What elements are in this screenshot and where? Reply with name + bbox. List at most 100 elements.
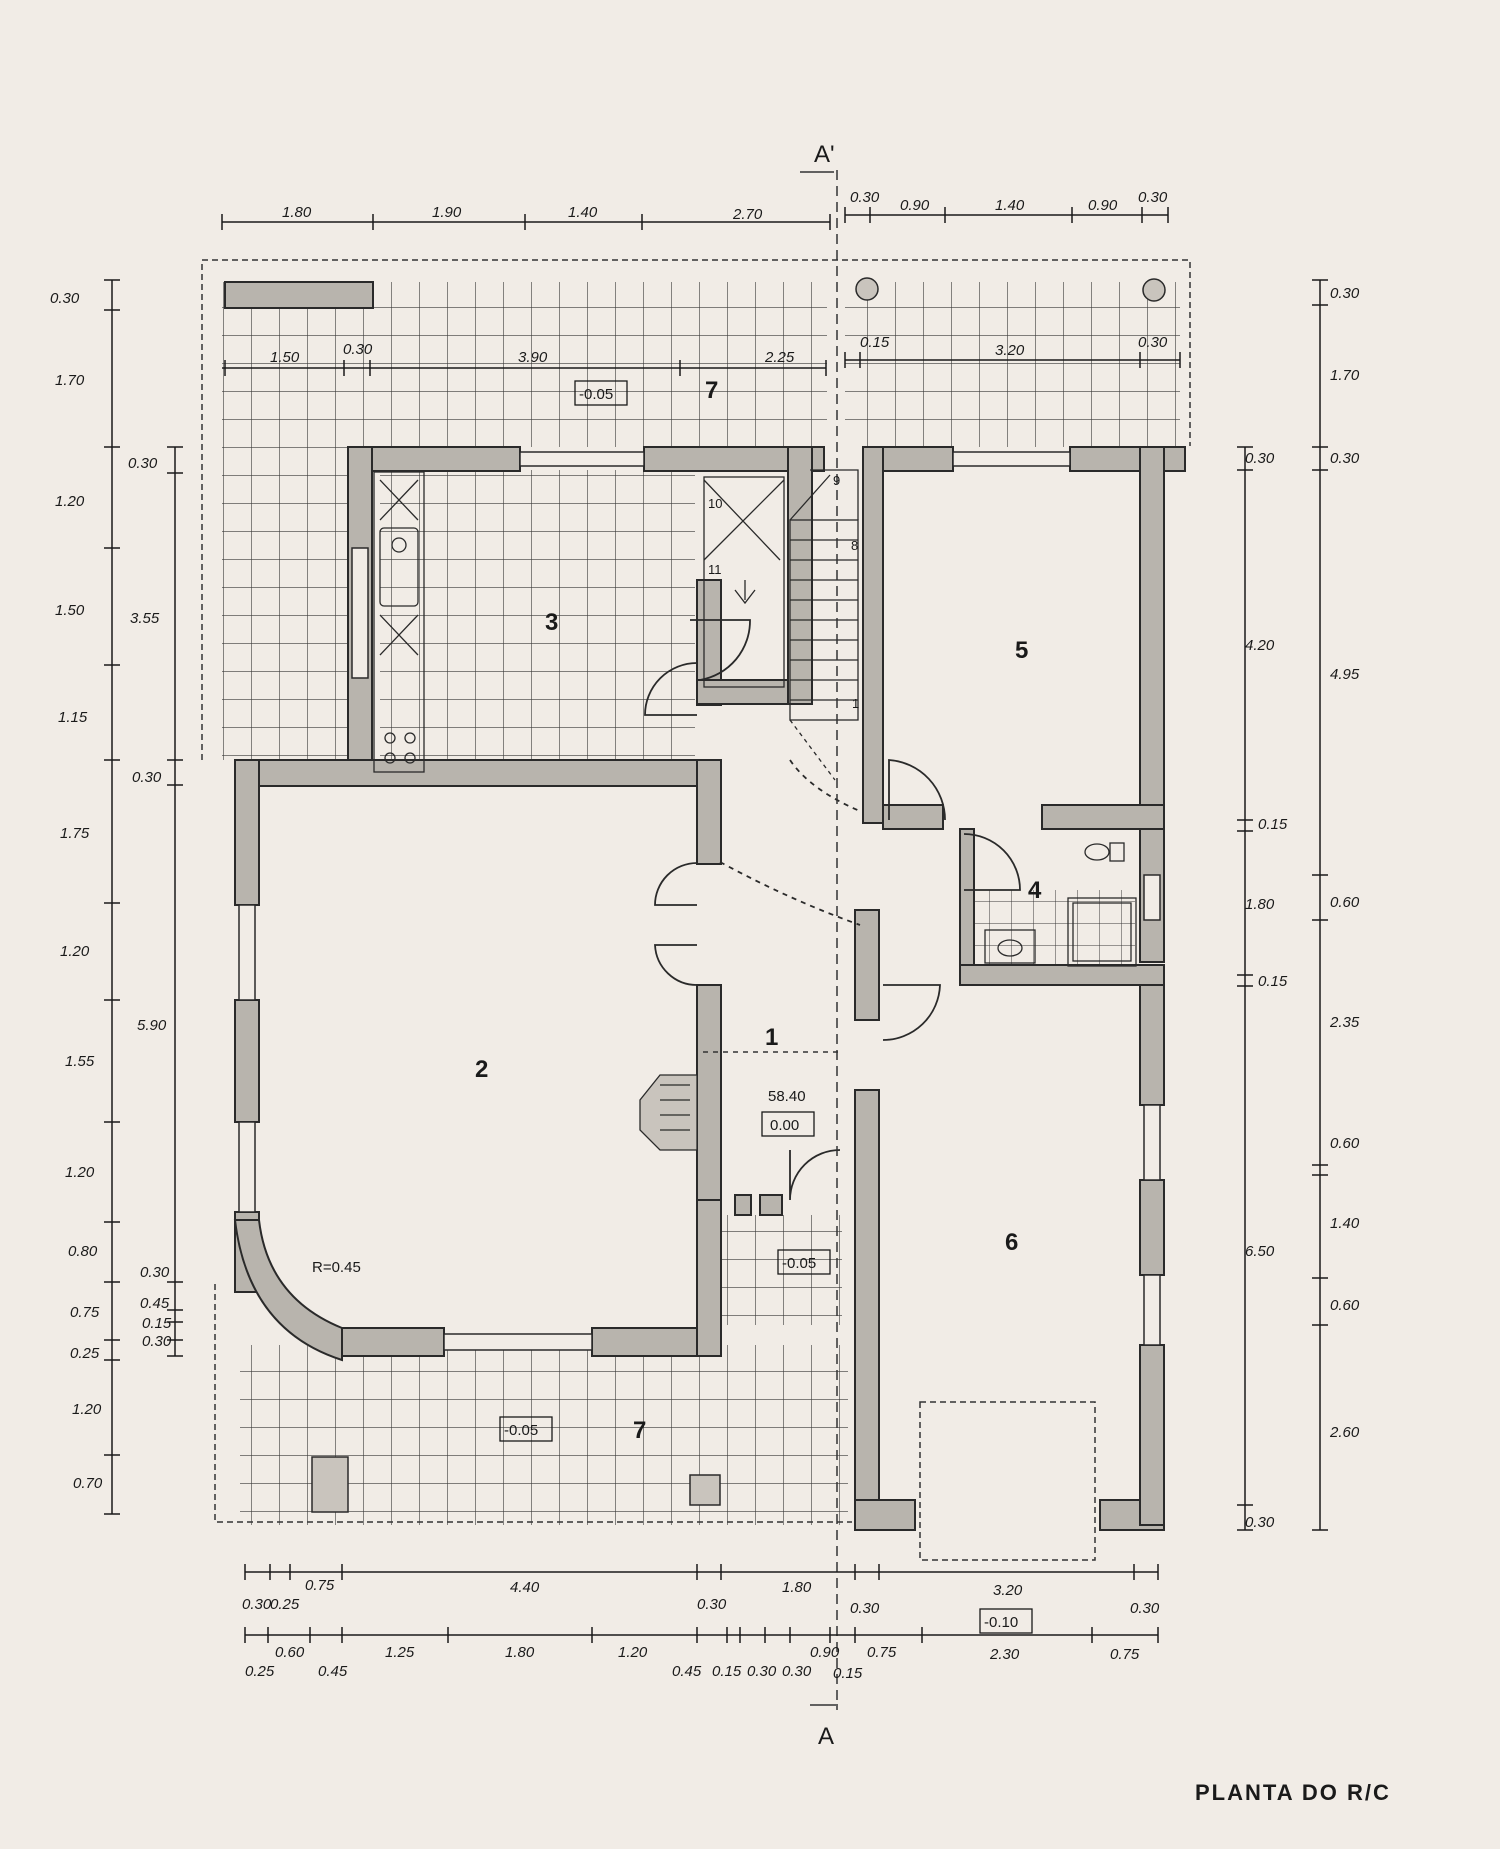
stair-step-11: 11	[708, 562, 722, 577]
dim-text: 3.55	[130, 610, 160, 627]
level-entry: -0.05	[782, 1255, 816, 1272]
dim-text: 1.70	[55, 372, 85, 389]
stair-step-10: 10	[708, 496, 722, 511]
dim-text: 1.20	[65, 1164, 95, 1181]
dim-text: 0.60	[1330, 1297, 1360, 1314]
dim-text: 6.50	[1245, 1243, 1275, 1260]
dim-text: 1.80	[782, 1579, 812, 1596]
dim-text: 0.25	[245, 1663, 275, 1680]
dim-text: 0.60	[275, 1644, 305, 1661]
dim-text: 1.50	[270, 349, 300, 366]
dim-text: 0.30	[850, 1600, 880, 1617]
dim-text: 1.80	[505, 1644, 535, 1661]
room-label-6: 6	[1005, 1229, 1018, 1256]
windows	[238, 451, 1161, 1351]
dim-text: 0.80	[68, 1243, 98, 1260]
dim-text: 0.30	[850, 189, 880, 206]
level-terrace-bottom: -0.05	[504, 1422, 538, 1439]
section-line	[703, 170, 838, 1710]
dim-text: 0.90	[810, 1644, 840, 1661]
dimension-lines	[104, 207, 1328, 1643]
level-garage-door: -0.10	[984, 1614, 1018, 1631]
dim-text: 1.20	[55, 493, 85, 510]
bathroom-fixtures	[984, 842, 1137, 967]
dim-text: 4.95	[1330, 666, 1360, 683]
drawing-title: PLANTA DO R/C	[1195, 1780, 1391, 1805]
dim-text: 1.70	[1330, 367, 1360, 384]
staircase	[703, 469, 859, 781]
room-label-1: 1	[765, 1024, 778, 1051]
dim-text: 1.40	[995, 197, 1025, 214]
dim-text: 0.15	[1258, 973, 1288, 990]
dim-text: 0.30	[343, 341, 373, 358]
dim-text: 1.20	[72, 1401, 102, 1418]
walls	[224, 281, 1186, 1531]
kitchen-fixtures	[373, 471, 425, 773]
dim-text: 0.30	[50, 290, 80, 307]
dim-text: 0.30	[747, 1663, 777, 1680]
dim-text: 0.30	[1330, 450, 1360, 467]
dim-text: 0.30	[140, 1264, 170, 1281]
dim-text: 0.25	[70, 1345, 100, 1362]
dim-text: 1.15	[58, 709, 88, 726]
dim-text: 0.45	[672, 1663, 702, 1680]
dim-text: 1.80	[1245, 896, 1275, 913]
dim-text: 0.30	[1138, 334, 1168, 351]
dim-text: 0.90	[1088, 197, 1118, 214]
dim-text: 0.30	[132, 769, 162, 786]
dim-text: 0.75	[867, 1644, 897, 1661]
dim-text: 0.60	[1330, 894, 1360, 911]
dim-text: 3.20	[993, 1582, 1023, 1599]
dim-text: 0.30	[128, 455, 158, 472]
dim-text: 0.30	[1138, 189, 1168, 206]
dim-text: 1.90	[432, 204, 462, 221]
level-boxes	[499, 380, 1033, 1634]
dim-text: 0.45	[140, 1295, 170, 1312]
dims-right-outer: 0.30 1.70 0.30 4.95 0.60 2.35 0.60 1.40 …	[1329, 285, 1360, 1441]
dim-text: 0.60	[1330, 1135, 1360, 1152]
dim-text: 0.30	[782, 1663, 812, 1680]
fireplace	[639, 1074, 698, 1151]
dim-text: 0.30	[242, 1596, 272, 1613]
dim-text: 0.75	[70, 1304, 100, 1321]
dim-text: 0.15	[860, 334, 890, 351]
dim-text: 0.70	[73, 1475, 103, 1492]
dims-left-inner: 0.30 3.55 0.30 5.90 0.30 0.45 0.15 0.30	[128, 455, 172, 1350]
dim-text: 1.40	[1330, 1215, 1360, 1232]
dim-text: 1.75	[60, 825, 90, 842]
dims-right-inner: 0.30 4.20 0.15 1.80 0.15 6.50 0.30	[1245, 450, 1288, 1531]
dims-bottom: 0.30 0.25 0.75 4.40 0.30 1.80 0.30 3.20 …	[242, 1577, 1160, 1682]
dim-text: 0.30	[1130, 1600, 1160, 1617]
dim-text: 0.30	[697, 1596, 727, 1613]
area-label: 58.40	[768, 1088, 806, 1105]
dim-text: 0.15	[833, 1665, 863, 1682]
dim-text: 3.90	[518, 349, 548, 366]
level-hall: 0.00	[770, 1117, 799, 1134]
dims-top: 1.80 1.90 1.40 2.70 0.30 0.90 1.40 0.90 …	[270, 189, 1168, 366]
room-label-7-top: 7	[705, 377, 718, 404]
dim-text: 1.25	[385, 1644, 415, 1661]
dim-text: 0.45	[318, 1663, 348, 1680]
dim-text: 2.25	[764, 349, 795, 366]
room-label-2: 2	[475, 1056, 488, 1083]
stair-step-1: 1	[852, 696, 859, 711]
dim-text: 1.40	[568, 204, 598, 221]
dim-text: 0.75	[305, 1577, 335, 1594]
dim-text: 2.60	[1329, 1424, 1360, 1441]
radius-note: R=0.45	[312, 1259, 361, 1276]
dim-text: 3.20	[995, 342, 1025, 359]
dim-text: 4.20	[1245, 637, 1275, 654]
dim-text: 1.20	[60, 943, 90, 960]
dim-text: 1.50	[55, 602, 85, 619]
dim-text: 2.35	[1329, 1014, 1360, 1031]
room-label-5: 5	[1015, 637, 1028, 664]
terrace-elements	[311, 277, 1166, 1513]
section-mark-bottom: A	[818, 1723, 834, 1750]
section-mark-top: A'	[814, 141, 835, 168]
dim-text: 0.30	[1245, 450, 1275, 467]
dim-text: 1.80	[282, 204, 312, 221]
dim-text: 0.30	[142, 1333, 172, 1350]
dim-text: 0.15	[1258, 816, 1288, 833]
dim-text: 4.40	[510, 1579, 540, 1596]
